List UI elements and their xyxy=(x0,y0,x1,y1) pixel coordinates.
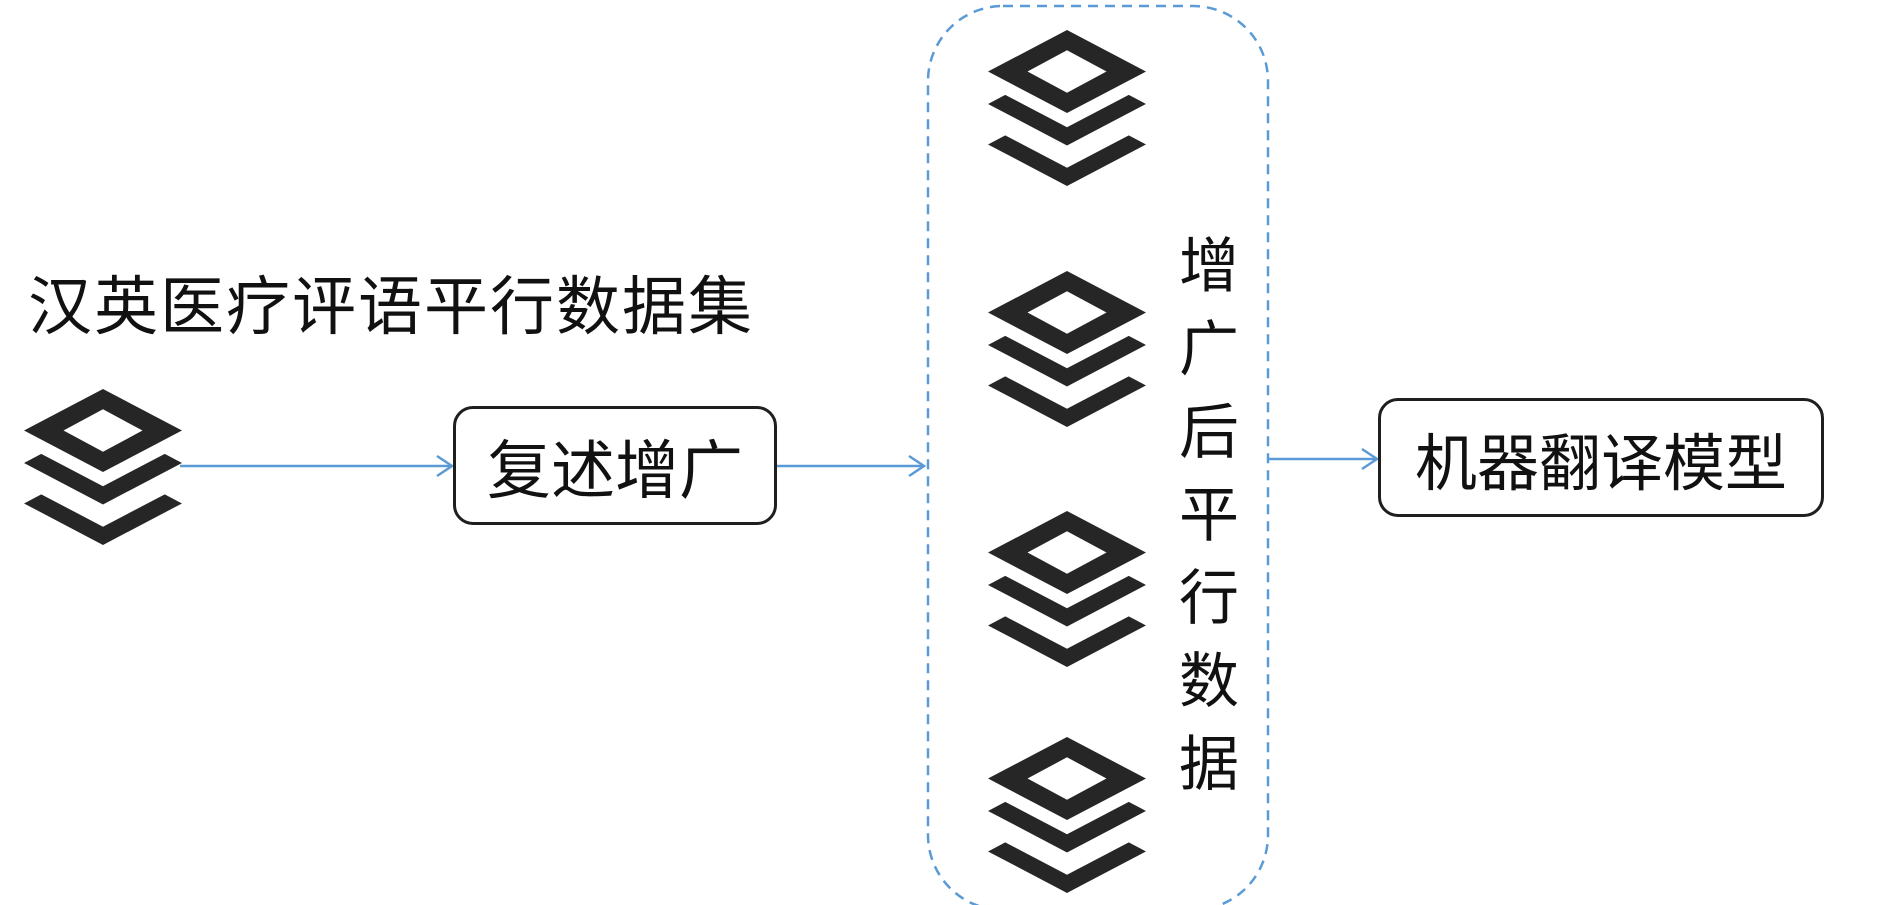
source-dataset-title: 汉英医疗评语平行数据集 xyxy=(28,271,754,345)
source-layers-icon xyxy=(24,389,182,545)
translation-model-box: 机器翻译模型 xyxy=(1378,398,1824,517)
paraphrase-augmentation-label: 复述增广 xyxy=(487,434,743,509)
augmented-layers-icon-2 xyxy=(988,271,1146,427)
augmented-layers-icon-4 xyxy=(988,737,1146,893)
arrow-paraphrase-to-augmented xyxy=(777,454,927,478)
paraphrase-augmentation-box: 复述增广 xyxy=(453,406,777,525)
augmented-layers-icon-1 xyxy=(988,30,1146,186)
translation-model-label: 机器翻译模型 xyxy=(1414,426,1787,500)
augmented-layers-icon-3 xyxy=(988,511,1146,667)
arrow-augmented-to-model xyxy=(1268,447,1380,471)
arrow-source-to-paraphrase xyxy=(180,454,455,478)
augmented-data-label: 增广后平行数据 xyxy=(1179,232,1239,800)
